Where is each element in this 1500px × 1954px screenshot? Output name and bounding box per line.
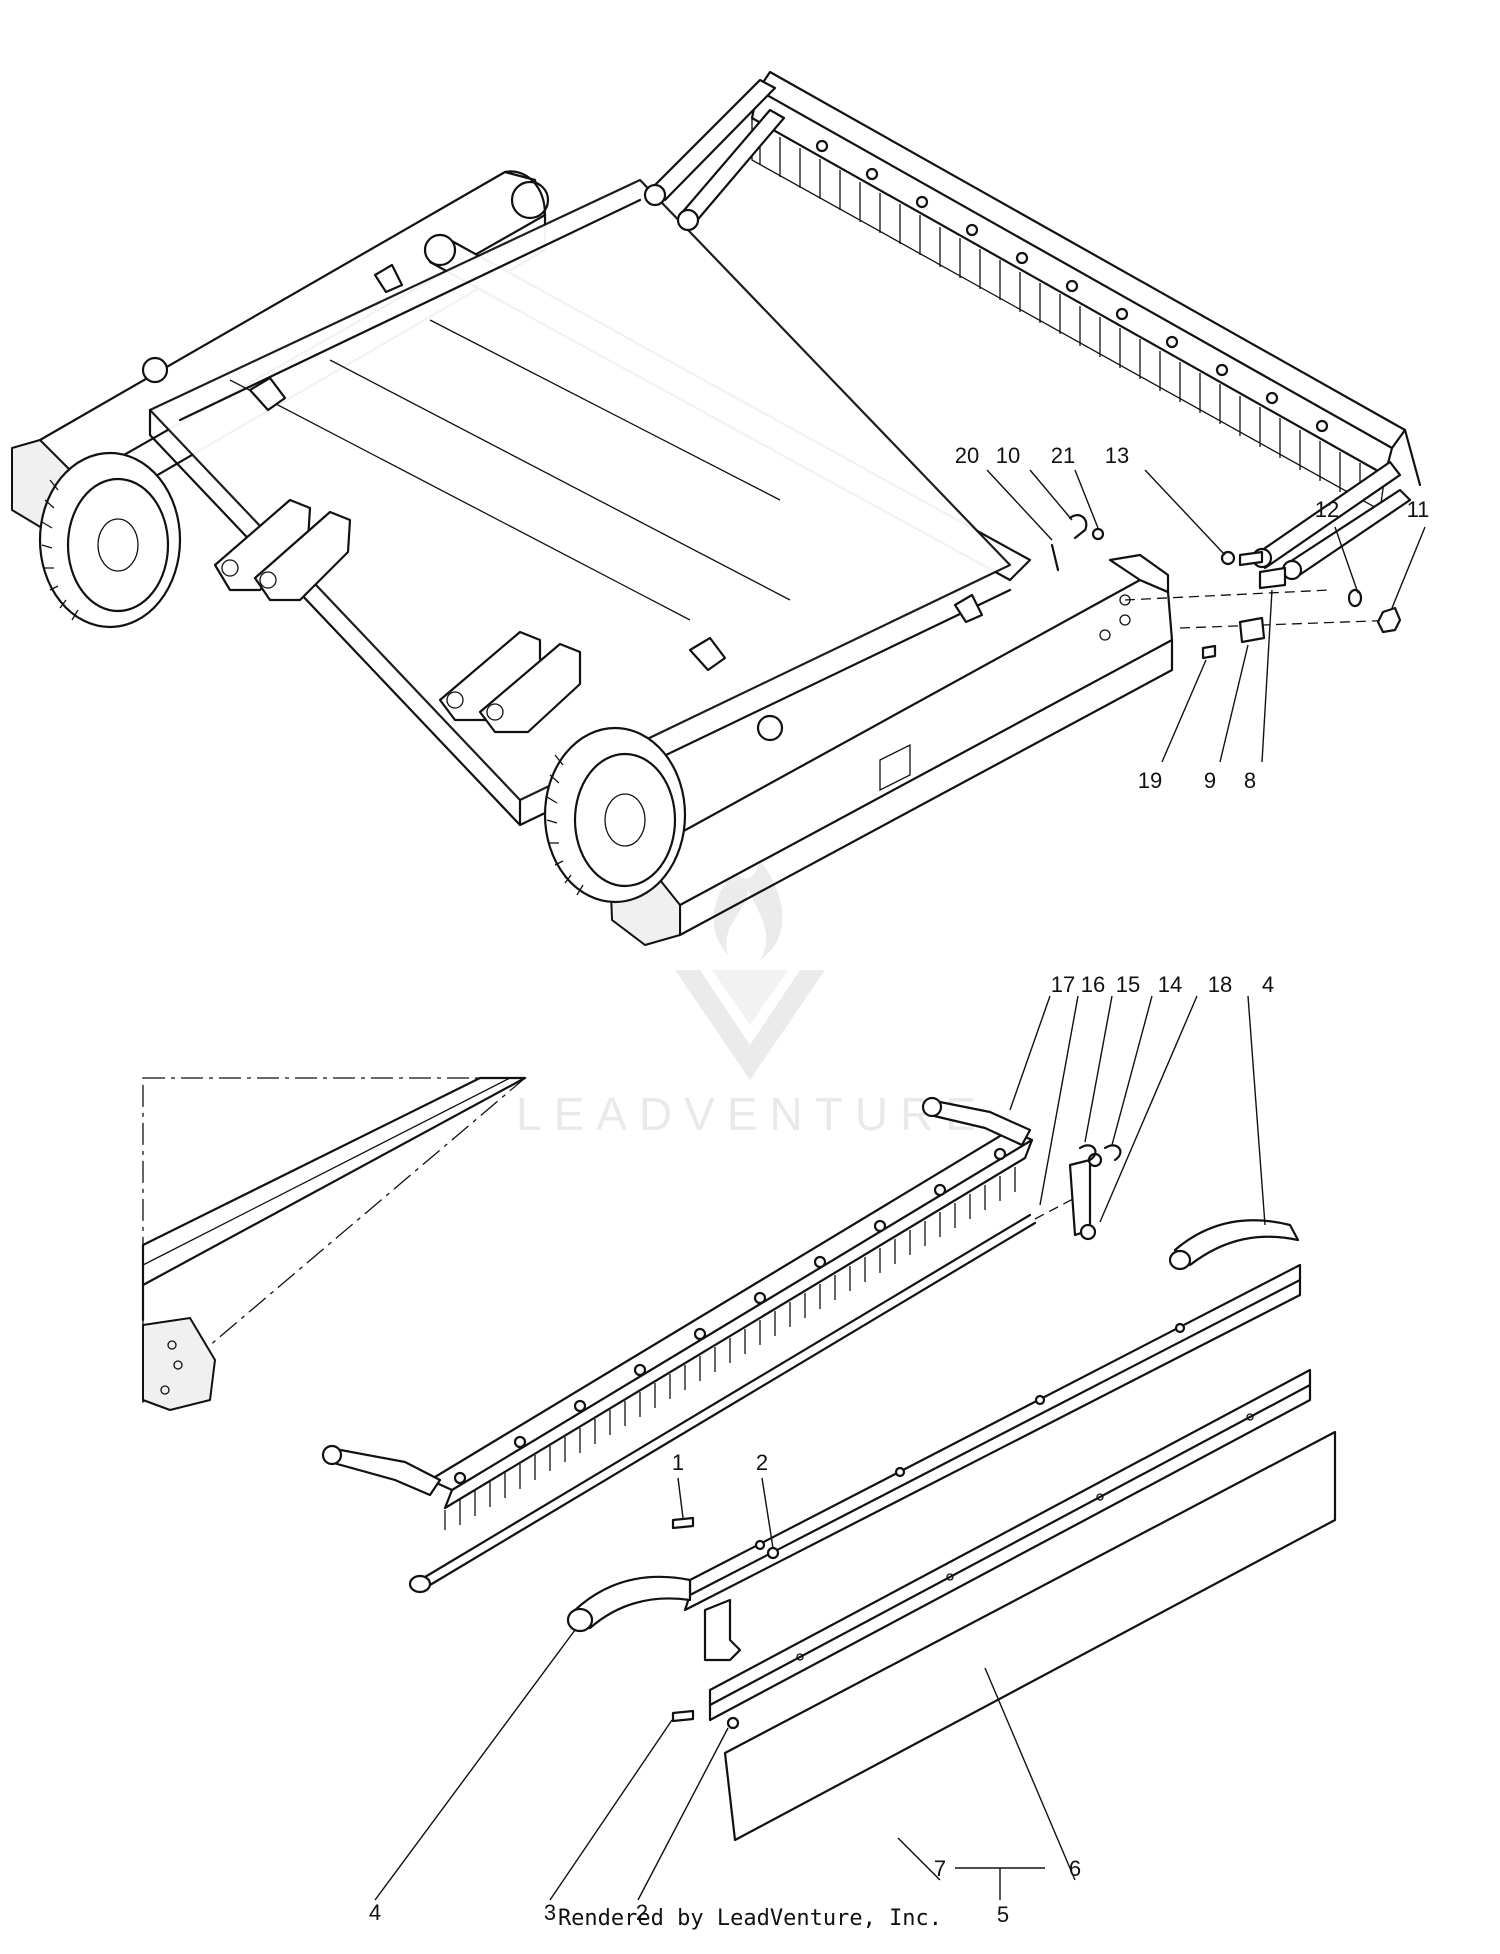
- callout-9: 9: [1204, 768, 1216, 793]
- callout-6: 6: [1069, 1856, 1081, 1881]
- callout-7: 7: [934, 1856, 946, 1881]
- watermark-text: LEADVENTURE: [516, 1088, 988, 1140]
- callout-16: 16: [1081, 972, 1105, 997]
- callout-10: 10: [996, 443, 1020, 468]
- callout-8: 8: [1244, 768, 1256, 793]
- callout-2-lower: 2: [636, 1900, 648, 1925]
- brush-and-flap-assembly: [141, 995, 1337, 1901]
- callout-5: 5: [997, 1902, 1009, 1927]
- callout-20: 20: [955, 443, 979, 468]
- callout-12: 12: [1315, 497, 1339, 522]
- callout-19: 19: [1138, 768, 1162, 793]
- callout-17: 17: [1051, 972, 1075, 997]
- callout-11: 11: [1407, 497, 1430, 522]
- callout-1: 1: [672, 1450, 684, 1475]
- callout-13: 13: [1105, 443, 1129, 468]
- footer-credit: Rendered by LeadVenture, Inc.: [557, 1906, 943, 1931]
- sweeper-chassis-assembly: [11, 70, 1426, 946]
- callouts-bottom: 17 16 15 14 18 4 1 2 4 3 2 7 6 5: [369, 972, 1274, 1927]
- callout-4-lower: 4: [369, 1900, 381, 1925]
- leadventure-watermark: LEADVENTURE: [516, 860, 988, 1140]
- callout-14: 14: [1158, 972, 1182, 997]
- callout-18: 18: [1208, 972, 1232, 997]
- callout-15: 15: [1116, 972, 1140, 997]
- callout-21: 21: [1051, 443, 1075, 468]
- callouts-top: 20 10 21 13 12 11 19 9 8: [955, 443, 1430, 793]
- callout-2-upper: 2: [756, 1450, 768, 1475]
- callout-4-upper: 4: [1262, 972, 1274, 997]
- callout-3: 3: [544, 1900, 556, 1925]
